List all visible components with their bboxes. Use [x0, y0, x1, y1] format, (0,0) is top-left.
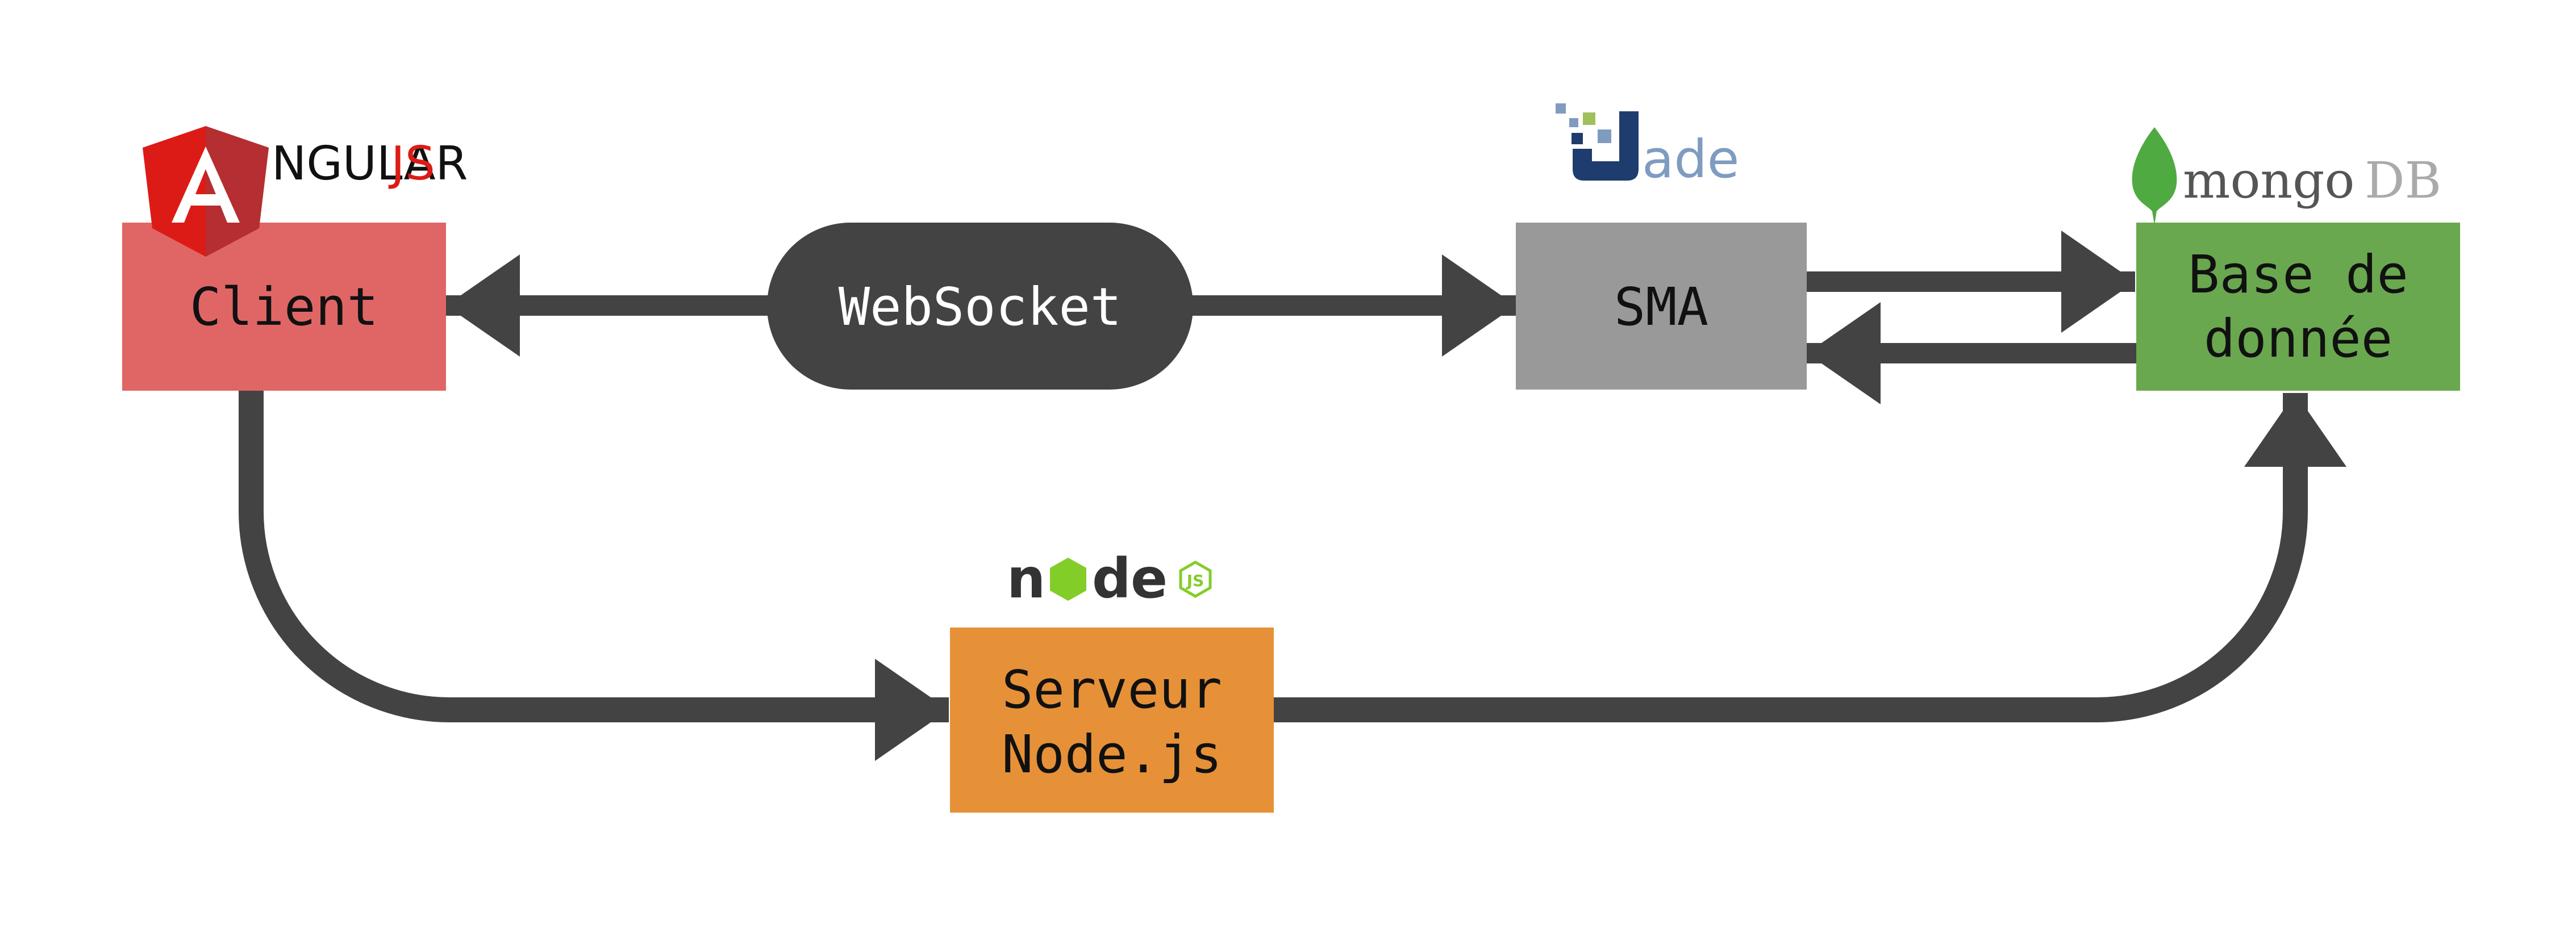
node-js-badge-hexagon: [1179, 560, 1212, 598]
nodejs-logo: n d e JS: [1007, 547, 1212, 610]
mongodb-leaf-icon: [2132, 127, 2177, 225]
node-client: Client: [122, 223, 446, 391]
database-label-line1: Base de: [2188, 244, 2408, 305]
node-letter-e: e: [1131, 547, 1168, 610]
node-websocket: WebSocket: [767, 223, 1193, 390]
edge-server-to-database: [1274, 393, 2346, 722]
node-sma: SMA: [1516, 223, 1807, 390]
node-database: Base de donnée: [2136, 223, 2460, 391]
mongodb-logo: mongo DB: [2132, 127, 2441, 225]
server-label-line2: Node.js: [1002, 724, 1222, 785]
jade-word: ade: [1642, 129, 1739, 190]
client-box: [122, 223, 446, 391]
angular-shield-icon: [143, 126, 269, 257]
mongodb-word: mongo: [2183, 151, 2354, 210]
jade-logo: ade: [1556, 103, 1739, 190]
database-box: [2136, 223, 2460, 391]
mongodb-suffix: DB: [2365, 151, 2441, 210]
nodejs-hexagon-icon: [1050, 558, 1086, 601]
sma-label: SMA: [1614, 277, 1708, 337]
node-js-badge: JS: [1186, 571, 1204, 590]
node-letter-n: n: [1007, 547, 1045, 610]
node-server: Serveur Node.js: [950, 628, 1274, 813]
edges: [239, 231, 2346, 761]
server-label-line1: Serveur: [1002, 659, 1222, 720]
jade-logo-icon: [1556, 103, 1639, 181]
client-label: Client: [190, 277, 378, 337]
websocket-pill: [767, 223, 1193, 390]
websocket-label: WebSocket: [839, 277, 1122, 337]
angularjs-logo: NGULAR JS: [143, 126, 468, 257]
database-label-line2: donnée: [2204, 308, 2392, 369]
angular-word: NGULAR: [272, 137, 468, 191]
node-letter-d: d: [1092, 547, 1131, 610]
server-box: [950, 628, 1274, 813]
sma-box: [1516, 223, 1807, 390]
angular-suffix: JS: [388, 137, 435, 191]
edge-client-to-server: [239, 391, 949, 761]
